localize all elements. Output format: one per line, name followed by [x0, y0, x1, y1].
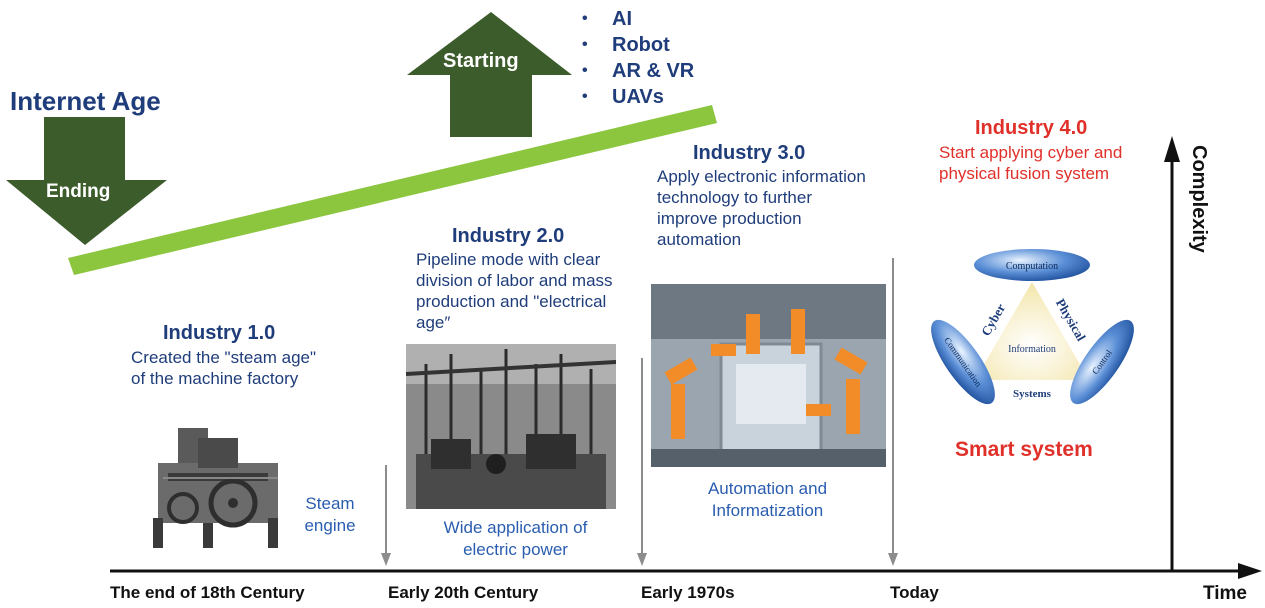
- industry-3-caption: Automation and Informatization: [707, 479, 828, 520]
- ending-label: Ending: [46, 181, 111, 202]
- ending-arrow: [6, 117, 167, 245]
- steam-engine-image: [153, 428, 278, 548]
- industry-4-description: Start applying cyber and physical fusion…: [939, 143, 1123, 183]
- technology-item: AR & VR: [580, 58, 694, 84]
- industry-1-title: Industry 1.0: [163, 322, 276, 344]
- cps-triangle: [975, 282, 1089, 380]
- systems-label: Systems: [1013, 388, 1052, 400]
- computation-ellipse: [974, 249, 1090, 281]
- communication-ellipse: [931, 319, 995, 405]
- era-label-1: The end of 18th Century: [110, 583, 305, 602]
- computation-label: Computation: [1006, 261, 1058, 272]
- technology-item: UAVs: [580, 84, 694, 110]
- x-axis-label: Time: [1203, 583, 1248, 604]
- industry-4-caption: Smart system: [955, 438, 1093, 461]
- era-label-4: Today: [890, 583, 939, 602]
- starting-label: Starting: [443, 50, 519, 72]
- starting-arrow: [407, 12, 572, 137]
- industry-2-title: Industry 2.0: [452, 225, 565, 247]
- era-label-2: Early 20th Century: [388, 583, 539, 602]
- technology-item: AI: [580, 6, 694, 32]
- information-label: Information: [1008, 344, 1056, 355]
- robot-assembly-line-image: [651, 284, 886, 467]
- time-axis-arrowhead: [1238, 563, 1262, 579]
- internet-age-title: Internet Age: [10, 86, 161, 116]
- technology-list: AI Robot AR & VR UAVs: [580, 6, 694, 110]
- era-label-3: Early 1970s: [641, 583, 735, 602]
- industry-1-description: Created the "steam age" of the machine f…: [131, 348, 317, 388]
- era-marker-1: [381, 465, 391, 566]
- transition-bar: [68, 105, 717, 275]
- cyber-physical-systems-diagram: Computation Communication Control Cyber …: [931, 249, 1134, 405]
- electrical-age-factory-image: [406, 344, 616, 509]
- era-marker-3: [888, 258, 898, 566]
- technology-item: Robot: [580, 32, 694, 58]
- industry-2-caption: Wide application of electric power: [443, 518, 588, 559]
- control-ellipse: [1070, 319, 1134, 405]
- complexity-axis-arrowhead: [1164, 136, 1180, 162]
- industry-3-description: Apply electronic information technology …: [657, 167, 866, 249]
- industry-1-caption: Steam engine: [304, 494, 356, 535]
- era-marker-2: [637, 358, 647, 566]
- industry-4-title: Industry 4.0: [975, 117, 1088, 139]
- industry-2-description: Pipeline mode with clear division of lab…: [416, 250, 613, 332]
- industry-3-title: Industry 3.0: [693, 142, 806, 164]
- y-axis-label: Complexity: [1188, 145, 1210, 253]
